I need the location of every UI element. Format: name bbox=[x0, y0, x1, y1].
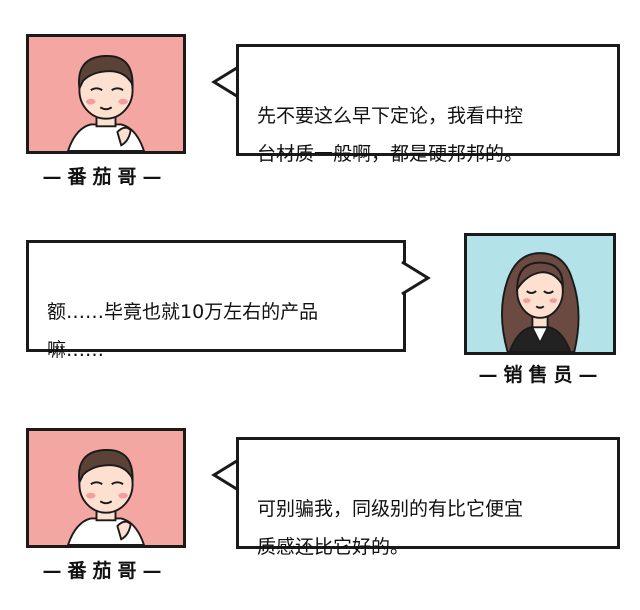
man-avatar-2 bbox=[26, 428, 186, 548]
woman-face-icon bbox=[501, 252, 580, 352]
speaker-name-1: —番茄哥— bbox=[30, 162, 180, 188]
man-face-icon bbox=[66, 55, 146, 151]
speaker-name-2: —销售员— bbox=[466, 360, 616, 386]
bubble-tail-1 bbox=[211, 64, 241, 100]
speech-bubble-3: 可别骗我，同级别的有比它便宜 质感还比它好的。 bbox=[236, 437, 620, 558]
bubble-tail-2 bbox=[401, 260, 431, 296]
speech-text-1: 先不要这么早下定论，我看中控 台材质一般啊，都是硬邦邦的。 bbox=[257, 105, 524, 165]
speech-text-2: 额……毕竟也就10万左右的产品 嘛…… bbox=[47, 301, 319, 361]
speaker-name-3: —番茄哥— bbox=[30, 556, 180, 582]
speaker-name-text-1: —番茄哥— bbox=[42, 165, 168, 188]
speaker-name-text-2: —销售员— bbox=[478, 363, 604, 386]
man-avatar-1 bbox=[26, 34, 186, 154]
speech-bubble-1: 先不要这么早下定论，我看中控 台材质一般啊，都是硬邦邦的。 bbox=[236, 44, 620, 165]
speaker-name-text-3: —番茄哥— bbox=[42, 559, 168, 582]
speech-bubble-2: 额……毕竟也就10万左右的产品 嘛…… bbox=[26, 240, 406, 361]
man-face-icon bbox=[66, 449, 146, 545]
saleswoman-avatar bbox=[464, 233, 616, 355]
bubble-tail-3 bbox=[211, 457, 241, 493]
speech-text-3: 可别骗我，同级别的有比它便宜 质感还比它好的。 bbox=[257, 498, 524, 558]
